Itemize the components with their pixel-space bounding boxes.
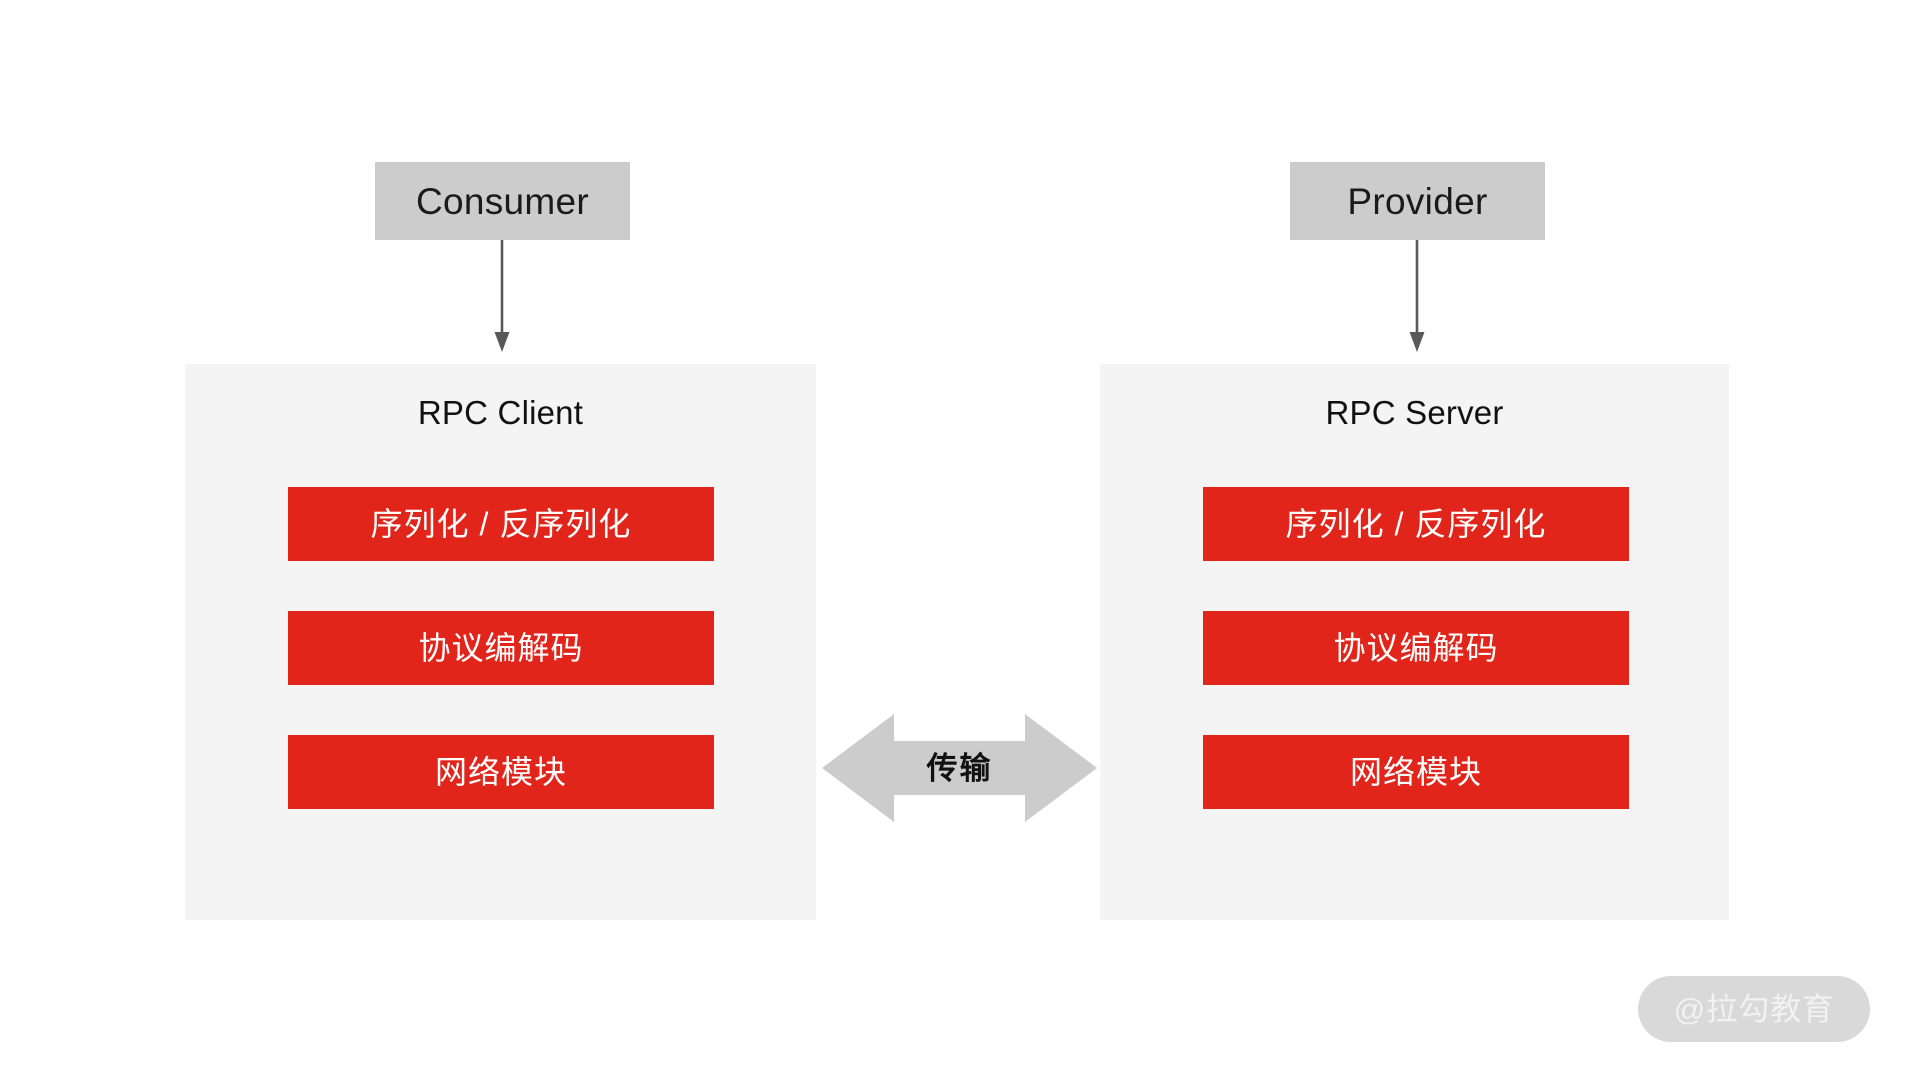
- module-block-network-server: 网络模块: [1203, 735, 1629, 809]
- module-block-protocol-codec-server: 协议编解码: [1203, 611, 1629, 685]
- role-box-consumer-label: Consumer: [415, 180, 590, 222]
- transport-label-wrapper: 传输: [822, 714, 1097, 822]
- watermark-text: @拉勾教育: [1673, 991, 1835, 1027]
- panel-rpc-client-title: RPC Client: [417, 394, 584, 431]
- panel-rpc-client: RPC Client 序列化 / 反序列化 协议编解码 网络模块: [185, 364, 816, 920]
- double-headed-arrow-icon-transport: [822, 714, 1097, 822]
- down-arrow-icon-provider-to-server: [1409, 240, 1425, 352]
- down-arrow-icon-consumer-to-client: [494, 240, 510, 352]
- watermark-badge: @拉勾教育: [1638, 976, 1870, 1042]
- role-box-provider: Provider: [1290, 162, 1545, 240]
- role-box-provider-label: Provider: [1347, 180, 1488, 222]
- module-block-serialization-server: 序列化 / 反序列化: [1203, 487, 1629, 561]
- module-block-serialization-client: 序列化 / 反序列化: [288, 487, 714, 561]
- module-block-protocol-codec-client: 协议编解码: [288, 611, 714, 685]
- transport-label: 传输: [926, 750, 993, 786]
- module-block-network-client: 网络模块: [288, 735, 714, 809]
- panel-rpc-server: RPC Server 序列化 / 反序列化 协议编解码 网络模块: [1100, 364, 1729, 920]
- panel-rpc-server-title: RPC Server: [1325, 394, 1504, 431]
- role-box-consumer: Consumer: [375, 162, 630, 240]
